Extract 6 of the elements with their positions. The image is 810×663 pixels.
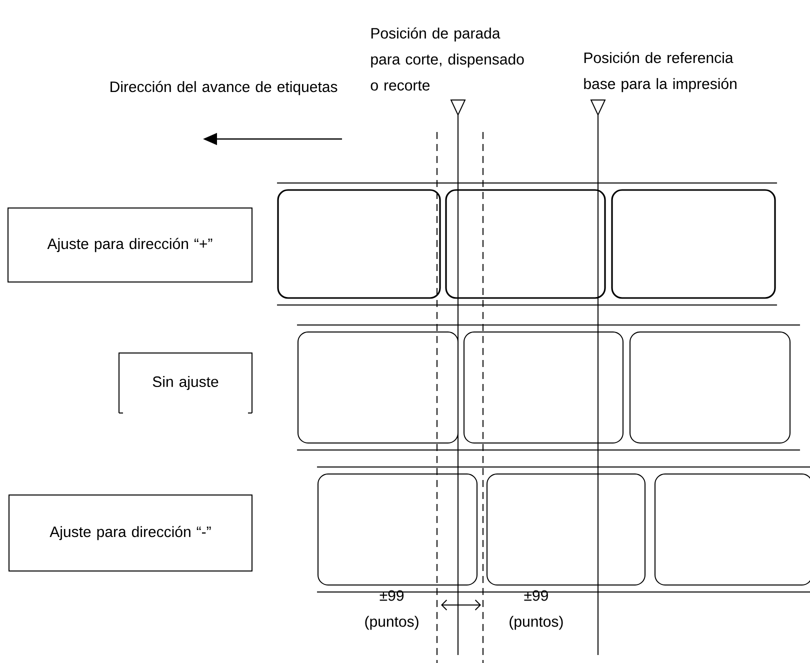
setting-box: Ajuste para dirección “+” (8, 208, 252, 282)
setting-box: Ajuste para dirección “-” (8, 494, 252, 572)
annotation-text: Posición de referencia base para la impresión (584, 52, 736, 92)
annotation-text: Posición de parada para corte, dispensado o recorte (370, 27, 524, 91)
setting-box: Sin ajuste (118, 352, 252, 414)
annotation-text: Dirección del avance de etiquetas (110, 80, 338, 96)
